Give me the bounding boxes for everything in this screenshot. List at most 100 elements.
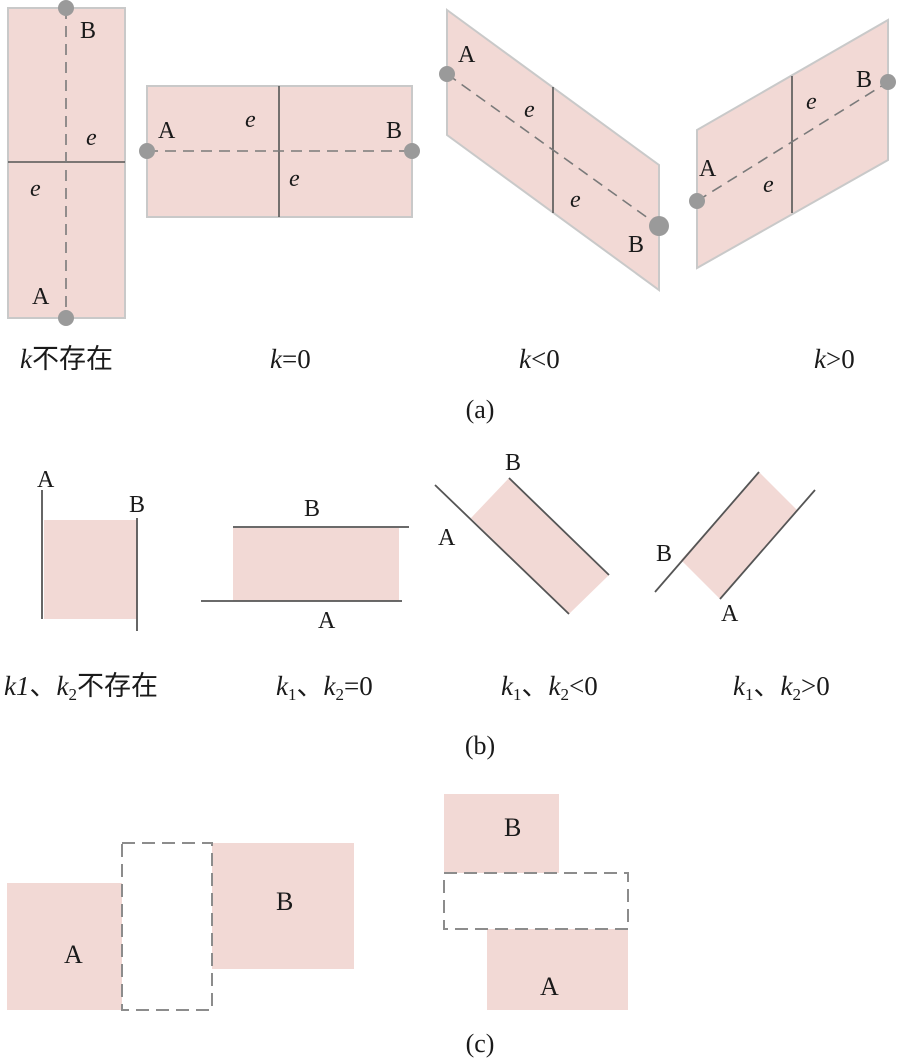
panel-b-label: (b) [465, 731, 495, 760]
point-b-marker [880, 74, 896, 90]
k-symbol: k [20, 344, 33, 374]
k2-subscript: 2 [335, 685, 344, 704]
shape-b2-horizontal: B A [201, 496, 409, 634]
point-b-marker [58, 0, 74, 16]
shape-a3-negative-slope: A B e e [439, 8, 669, 292]
gap-region [121, 842, 213, 1011]
k2-symbol: k [780, 671, 793, 701]
shape-a2-horizontal: A B e e [139, 85, 420, 218]
caption-a-case-4: k>0 [814, 344, 855, 374]
point-b-label: B [80, 18, 96, 44]
separator: 、 [296, 671, 323, 701]
point-b-marker [404, 143, 420, 159]
panel-b: A B B A B A B A k1、k2不存在 k1 [4, 450, 830, 760]
line-b-label: B [304, 496, 320, 522]
point-b-label: B [856, 67, 872, 93]
rect-b-label: B [504, 813, 521, 842]
rect-a [7, 883, 122, 1010]
shape-c1-horizontal-gap: A B [7, 842, 354, 1011]
k2-subscript: 2 [560, 685, 569, 704]
shape-a4-positive-slope: A B e e [689, 18, 896, 270]
point-a-label: A [158, 118, 176, 144]
line-a [434, 484, 570, 615]
separator: 、 [521, 671, 548, 701]
shape-a1-vertical: B A e e [7, 0, 126, 326]
k1-subscript: 1 [513, 685, 522, 704]
k1-subscript: 1 [745, 685, 754, 704]
point-b-label: B [628, 232, 644, 258]
k-symbol: k [519, 344, 532, 374]
point-a-label: A [458, 42, 476, 68]
element-label: e [289, 166, 300, 192]
element-label: e [30, 176, 41, 202]
condition-text: =0 [344, 671, 373, 701]
element-label: e [806, 89, 817, 115]
caption-b-case-1: k1、k2不存在 [4, 671, 158, 704]
k-symbol: k [270, 344, 283, 374]
caption-b-case-4: k1、k2>0 [733, 671, 830, 704]
line-a [719, 489, 816, 600]
line-a-label: A [37, 467, 55, 493]
k1-symbol: k [733, 671, 746, 701]
condition-text: 不存在 [77, 671, 158, 701]
rect-a-label: A [540, 972, 559, 1001]
point-a-label: A [32, 284, 50, 310]
k1-symbol: k [276, 671, 289, 701]
point-a-marker [439, 66, 455, 82]
point-a-marker [689, 193, 705, 209]
element-label: e [245, 107, 256, 133]
ab-connector-line [696, 81, 889, 202]
panel-a-label: (a) [466, 395, 495, 424]
separator: 、 [753, 671, 780, 701]
condition-text: >0 [826, 344, 855, 374]
line-a-label: A [721, 601, 739, 627]
panel-c-label: (c) [466, 1029, 495, 1058]
caption-a-case-3: k<0 [519, 344, 560, 374]
shape-b1-vertical: A B [37, 467, 145, 631]
k-symbol: k [814, 344, 827, 374]
separator: 、 [29, 671, 56, 701]
element-label: e [86, 125, 97, 151]
point-b-label: B [386, 118, 402, 144]
element-label: e [763, 172, 774, 198]
condition-text: =0 [282, 344, 311, 374]
k2-subscript: 2 [792, 685, 801, 704]
overlap-region [681, 472, 797, 599]
overlap-region [233, 528, 399, 601]
k2-symbol: k [56, 671, 69, 701]
overlap-region [44, 520, 137, 619]
line-a-label: A [438, 525, 456, 551]
panel-a: B A e e A B e e A B e e [7, 0, 896, 424]
rect-b [444, 794, 559, 873]
rect-a-label: A [64, 940, 83, 969]
line-b-label: B [656, 541, 672, 567]
point-b-marker [649, 216, 669, 236]
rect-a [487, 929, 628, 1010]
gap-region [443, 872, 629, 930]
caption-b-case-3: k1、k2<0 [501, 671, 598, 704]
element-label: e [570, 187, 581, 213]
k2-subscript: 2 [68, 685, 77, 704]
line-b [508, 477, 610, 576]
line-b [654, 471, 760, 593]
shape-b4-positive-slope: B A [654, 471, 816, 627]
shape-c2-vertical-gap: B A [443, 794, 629, 1010]
caption-a-case-1: k不存在 [20, 344, 113, 374]
overlap-region [471, 478, 609, 614]
k1-symbol: k1 [4, 671, 29, 701]
line-a-label: A [318, 608, 336, 634]
condition-text: <0 [569, 671, 598, 701]
condition-text: >0 [801, 671, 830, 701]
line-b-label: B [129, 492, 145, 518]
rect-b-label: B [276, 887, 293, 916]
point-a-marker [58, 310, 74, 326]
condition-text: 不存在 [32, 344, 113, 374]
caption-b-case-2: k1、k2=0 [276, 671, 373, 704]
point-a-label: A [699, 156, 717, 182]
k1-subscript: 1 [288, 685, 297, 704]
ab-connector-line [446, 73, 660, 227]
rect-b [212, 843, 354, 969]
element-label: e [524, 97, 535, 123]
k2-symbol: k [323, 671, 336, 701]
